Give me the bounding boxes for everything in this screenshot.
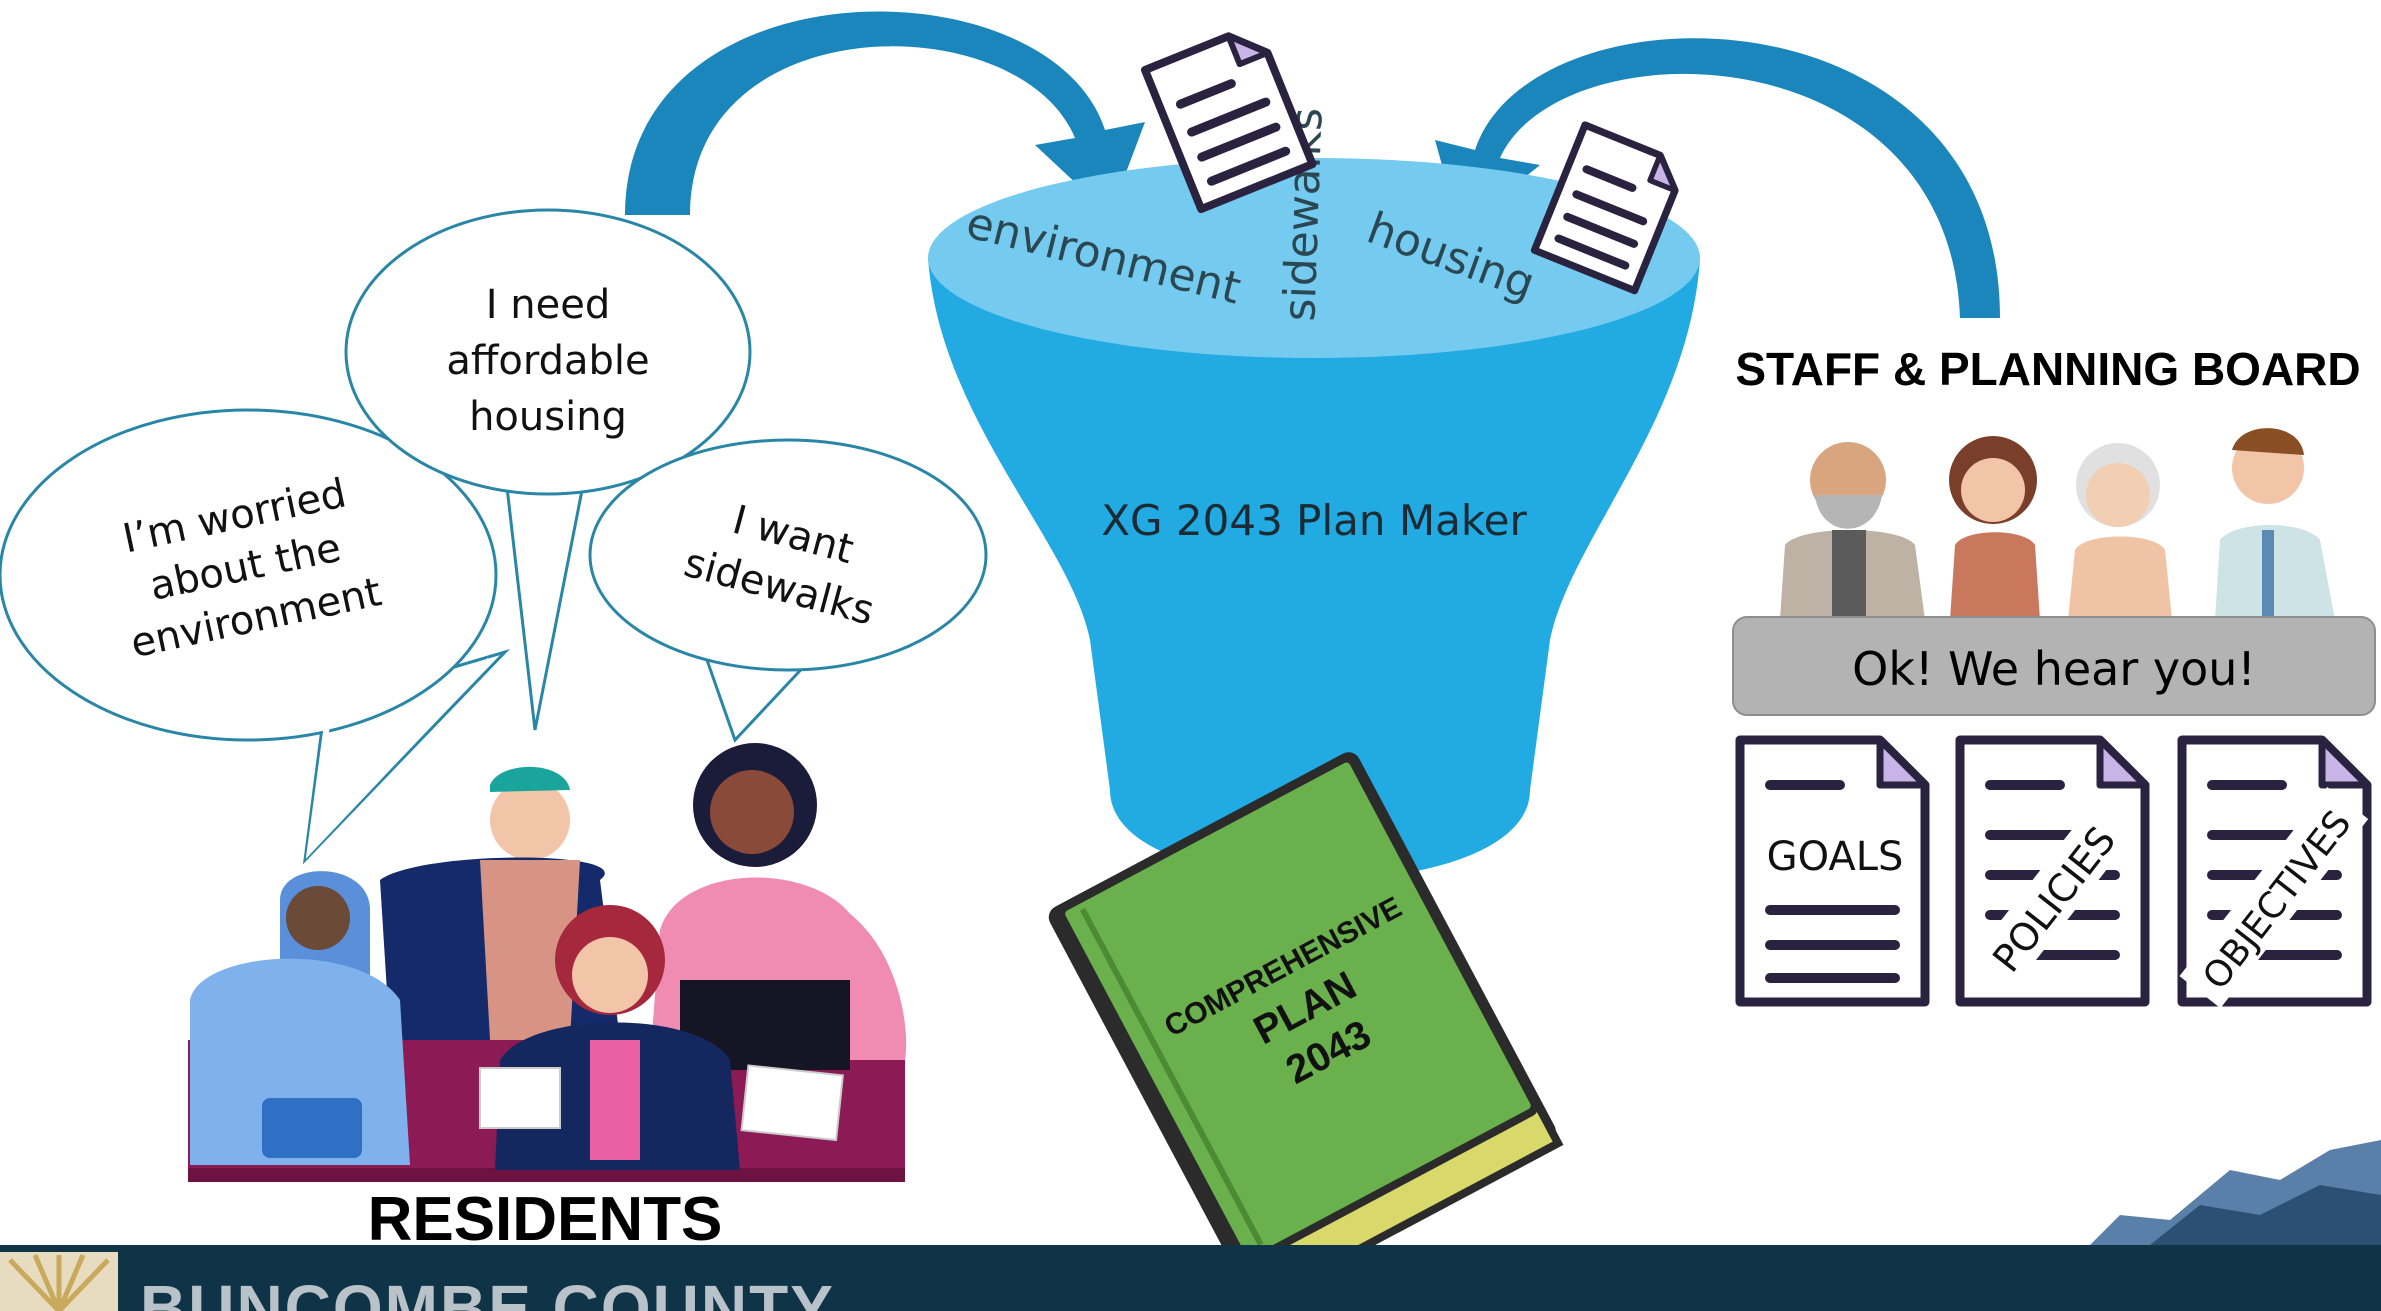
document-objectives: OBJECTIVES xyxy=(2177,735,2372,1009)
staff-illustration xyxy=(1780,428,2335,620)
bubble-text: I need xyxy=(486,282,610,328)
bubble-text: affordable xyxy=(446,338,649,384)
residents-illustration xyxy=(188,743,907,1182)
funnel: XG 2043 Plan Maker environment sidewalks… xyxy=(928,107,1700,880)
staff-banner-text: Ok! We hear you! xyxy=(1852,642,2256,696)
staff-banner: Ok! We hear you! xyxy=(1732,616,2376,716)
document-icon xyxy=(1141,32,1317,214)
footer-bar xyxy=(0,1140,2381,1311)
staff-title: STAFF & PLANNING BOARD xyxy=(1735,343,2360,395)
comprehensive-plan-book: COMPREHENSIVE PLAN 2043 xyxy=(1048,752,1564,1299)
county-brand-text: BUNCOMBE COUNTY xyxy=(140,1272,835,1311)
document-policies: POLICIES xyxy=(1955,735,2150,1007)
bubble-text: housing xyxy=(469,394,627,440)
speech-bubble-housing: I need affordable housing xyxy=(344,208,752,731)
left-curved-arrow xyxy=(625,11,1145,215)
document-goals: GOALS xyxy=(1735,735,1930,1007)
right-curved-arrow xyxy=(1435,38,2000,318)
county-logo-icon xyxy=(0,1252,118,1311)
funnel-top xyxy=(928,158,1700,358)
document-icon xyxy=(1530,121,1679,295)
funnel-label: XG 2043 Plan Maker xyxy=(1101,496,1527,545)
speech-bubble-sidewalks: I want sidewalks xyxy=(588,438,988,743)
document-goals-label: GOALS xyxy=(1767,834,1904,880)
residents-label: RESIDENTS xyxy=(368,1185,723,1254)
speech-bubble-environment: I’m worried about the environment xyxy=(0,408,511,865)
